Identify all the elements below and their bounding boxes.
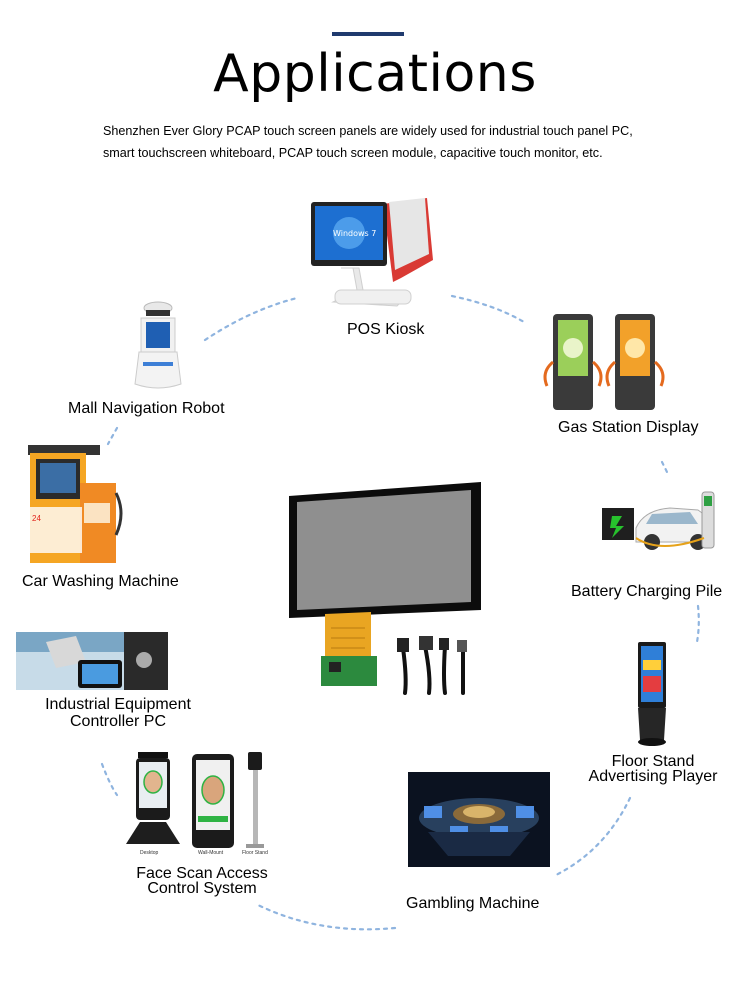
label-car-washing: Car Washing Machine <box>22 573 179 590</box>
industrial-pc-image <box>16 632 168 690</box>
car-washing-image: 24 <box>26 445 123 563</box>
arc-floor-to-gambling <box>554 796 632 877</box>
label-face-scan-line1: Face Scan Access <box>136 865 268 882</box>
pos-kiosk-image: Windows 7 <box>311 198 433 307</box>
pos-screen-text: Windows 7 <box>333 229 376 238</box>
arc-pos-to-gas <box>450 294 526 324</box>
face-caption-wallmount: Wall-Mount <box>198 850 224 856</box>
arc-battery-to-floor <box>695 604 700 644</box>
label-floor-stand-line2: Advertising Player <box>588 768 718 785</box>
face-caption-floor: Floor Stand <box>242 850 268 856</box>
intro-line-1: Shenzhen Ever Glory PCAP touch screen pa… <box>103 124 633 138</box>
label-face-scan: Face Scan Access Control System <box>126 865 278 897</box>
title-accent-bar <box>332 32 404 36</box>
gambling-machine-image <box>408 772 550 867</box>
svg-text:24: 24 <box>32 514 41 523</box>
label-battery-pile: Battery Charging Pile <box>571 583 723 600</box>
label-industrial-pc-line1: Industrial Equipment <box>45 696 191 713</box>
gas-station-image <box>543 314 665 410</box>
label-industrial-pc: Industrial Equipment Controller PC <box>36 696 200 730</box>
label-face-scan-line2: Control System <box>147 880 257 897</box>
label-gambling: Gambling Machine <box>406 895 540 912</box>
label-gas-station: Gas Station Display <box>558 419 699 436</box>
arc-gas-to-battery <box>660 460 669 474</box>
page-title: Applications <box>213 44 537 104</box>
arc-gambling-to-face <box>256 903 397 931</box>
label-mall-robot: Mall Navigation Robot <box>68 400 225 417</box>
battery-charging-image <box>602 491 715 550</box>
arc-robot-to-pos <box>203 296 299 342</box>
face-scan-image: Desktop Wall-Mount Floor Stand <box>126 752 268 856</box>
arc-robot-to-carwash <box>106 426 119 446</box>
floor-stand-image <box>638 642 666 746</box>
mall-robot-image <box>134 301 182 389</box>
label-industrial-pc-line2: Controller PC <box>69 713 167 730</box>
face-caption-desktop: Desktop <box>140 850 159 856</box>
pcap-touch-panel-image <box>289 482 481 695</box>
label-pos-kiosk: POS Kiosk <box>347 321 425 338</box>
label-floor-stand: Floor Stand Advertising Player <box>578 753 728 785</box>
label-floor-stand-line1: Floor Stand <box>611 753 695 770</box>
intro-text: Shenzhen Ever Glory PCAP touch screen pa… <box>103 120 703 164</box>
intro-line-2: smart touchscreen whiteboard, PCAP touch… <box>103 146 603 160</box>
arc-face-to-industrial <box>100 762 119 797</box>
